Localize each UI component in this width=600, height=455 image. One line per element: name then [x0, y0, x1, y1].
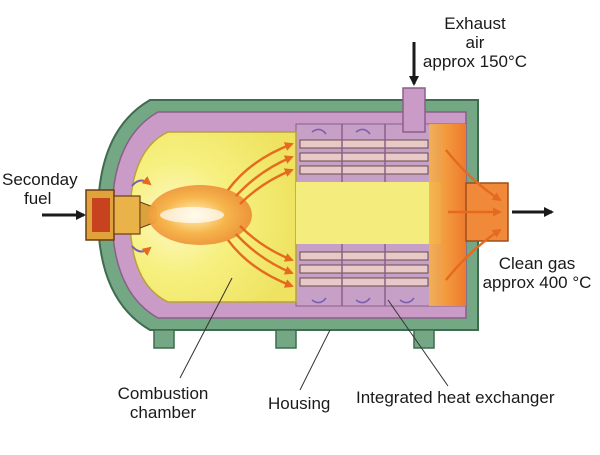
exhaust-air-label: Exhaust air approx 150°C	[420, 14, 530, 71]
housing-label: Housing	[268, 394, 331, 413]
combustion-chamber-label: Combustion chamber	[98, 384, 228, 422]
lining-flow-arrows	[131, 176, 152, 256]
leader-lines	[179, 277, 449, 391]
clean-label-line2: approx 400 °C	[482, 273, 592, 292]
gas-flow-arrows	[227, 142, 502, 288]
heat-exchanger-label: Integrated heat exchanger	[356, 388, 555, 407]
combustion-label-line1: Combustion	[117, 384, 209, 403]
exhaust-label-line3: approx 150°C	[422, 52, 528, 71]
exhaust-label-line1: Exhaust	[444, 14, 506, 33]
support-feet	[153, 329, 435, 349]
exhaust-inlet-duct	[402, 87, 426, 133]
outlet-chamber	[429, 124, 466, 306]
secondary-fuel-label: Seconday fuel	[2, 170, 78, 208]
combustion-label-line2: chamber	[129, 403, 197, 422]
central-channel	[296, 182, 441, 244]
exchanger-flow-swirls	[311, 128, 415, 304]
fuel-label-line2: fuel	[24, 189, 52, 208]
exhaust-label-line2: air	[465, 33, 485, 52]
exchanger-baffles	[341, 124, 386, 306]
clean-gas-label: Clean gas approx 400 °C	[478, 254, 596, 292]
lower-tube-bank	[299, 251, 429, 287]
clean-label-line1: Clean gas	[498, 254, 576, 273]
flame-core	[160, 207, 224, 223]
upper-tube-bank	[299, 139, 429, 175]
fuel-label-line1: Seconday	[2, 170, 78, 189]
